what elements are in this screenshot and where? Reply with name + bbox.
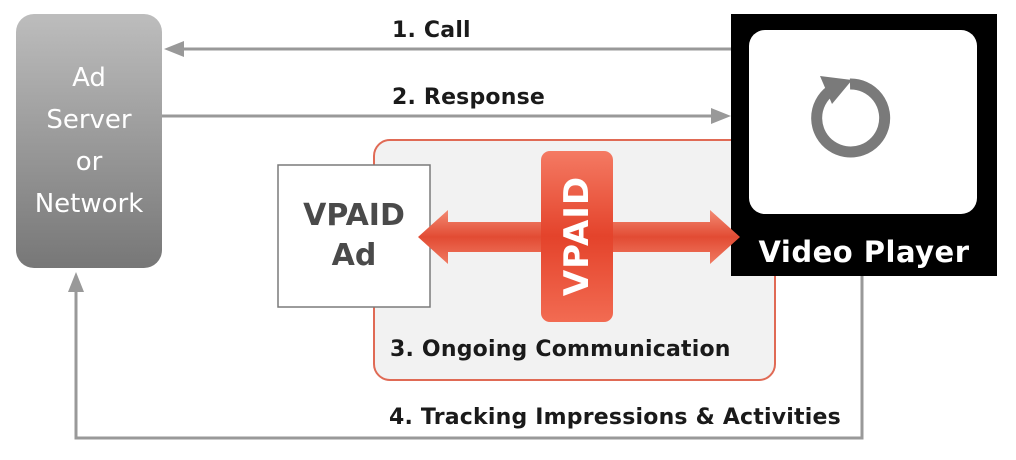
response-arrow [162,108,731,124]
step-tracking-label: 4. Tracking Impressions & Activities [389,405,841,430]
call-arrow [164,41,731,57]
vpaid-label: VPAID [557,175,597,297]
tracking-arrow [68,272,864,440]
vpaid-tag-box [541,151,613,322]
ad-server-box [16,14,162,268]
step-response-label: 2. Response [392,85,546,110]
vpaid-ad-box [277,164,431,308]
step-ongoing-label: 3. Ongoing Communication [390,337,731,362]
step-call-label: 1. Call [392,18,471,43]
vpaid-ad-label: VPAID Ad [303,198,405,273]
ad-server-label: Ad Server or Network [34,63,144,219]
refresh-icon [811,76,891,158]
video-player-label: Video Player [758,235,970,269]
video-player-screen [749,30,977,214]
